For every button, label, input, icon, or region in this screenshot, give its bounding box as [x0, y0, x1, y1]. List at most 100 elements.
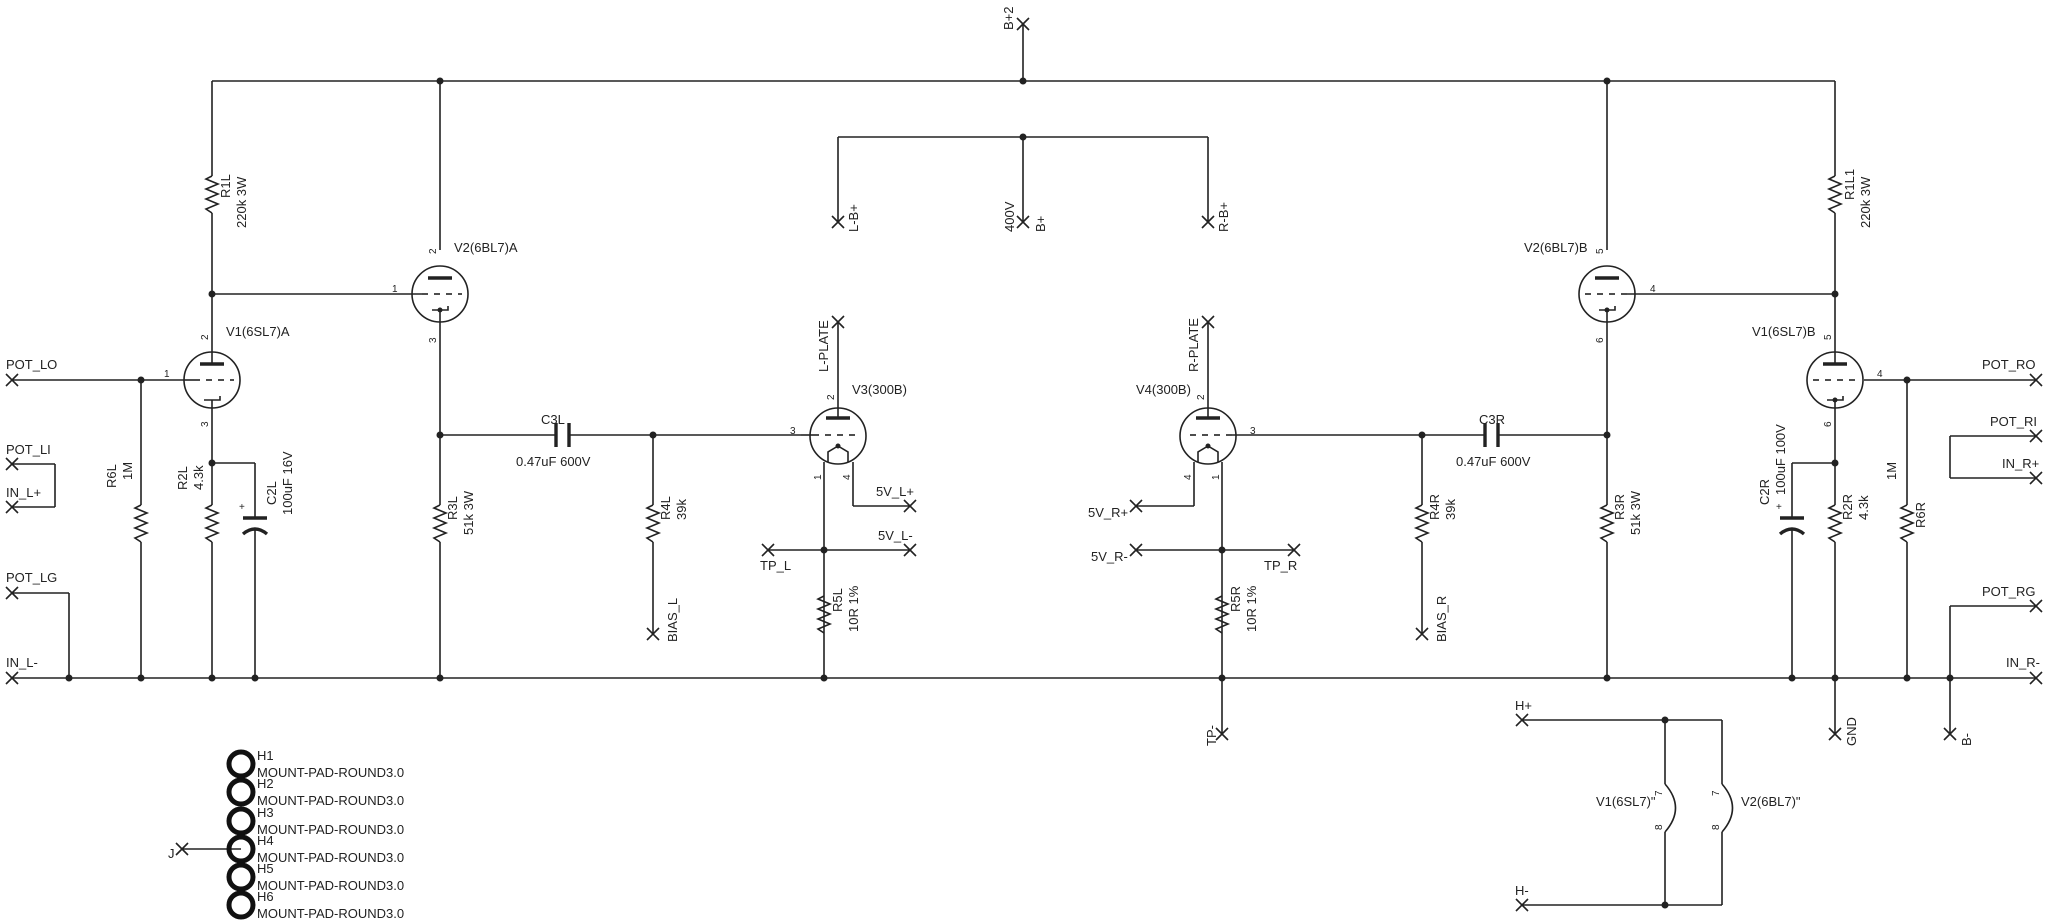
- net-pot-lg: POT_LG: [6, 570, 57, 585]
- v2-heater-pin-7: 7: [1711, 790, 1722, 796]
- resistor-r3r: R3R 51k 3W: [1598, 490, 1643, 543]
- c3r-ref: C3R: [1479, 412, 1505, 427]
- r2l-ref: R2L: [175, 466, 190, 490]
- v2b-pin-plate: 5: [1595, 248, 1606, 254]
- resistor-r1l: R1L 220k 3W: [203, 174, 249, 228]
- h2-value: MOUNT-PAD-ROUND3.0: [257, 793, 404, 808]
- r4r-ref: R4R: [1427, 494, 1442, 520]
- resistor-r5l: R5L 10R 1%: [815, 585, 861, 634]
- net-bias-l: BIAS_L: [665, 598, 680, 642]
- wires: [12, 24, 2036, 906]
- net-pot-rg: POT_RG: [1982, 584, 2035, 599]
- v3-label: V3(300B): [852, 382, 907, 397]
- net-tpminus: TP-: [1204, 725, 1219, 746]
- tube-v2a: V2(6BL7)A 1 2 3: [392, 240, 518, 343]
- resistor-r4r: R4R 39k: [1413, 494, 1458, 543]
- mount-pads: H1 MOUNT-PAD-ROUND3.0 H2 MOUNT-PAD-ROUND…: [226, 748, 404, 921]
- v2a-pin-cathode: 3: [428, 337, 439, 343]
- r6r-value: 1M: [1884, 462, 1899, 480]
- tube-v2b: V2(6BL7)B 5 4 6: [1524, 240, 1656, 343]
- net-bminus: B-: [1959, 733, 1974, 746]
- h2-ref: H2: [257, 776, 274, 791]
- v4-pin-filament-4: 4: [1183, 474, 1194, 480]
- c2r-value: 100uF 100V: [1773, 424, 1788, 495]
- c3r-value: 0.47uF 600V: [1456, 454, 1531, 469]
- r4l-value: 39k: [674, 499, 689, 520]
- net-in-rplus: IN_R+: [2002, 456, 2039, 471]
- net-terminals: [5, 17, 2043, 912]
- c3l-value: 0.47uF 600V: [516, 454, 591, 469]
- capacitor-c3r: C3R 0.47uF 600V: [1456, 412, 1531, 469]
- net-400v: 400V: [1002, 201, 1017, 232]
- net-bias-r: BIAS_R: [1434, 596, 1449, 642]
- h5-ref: H5: [257, 861, 274, 876]
- resistor-r3l: R3L 51k 3W: [431, 490, 476, 543]
- h6-ref: H6: [257, 889, 274, 904]
- v3-pin-filament-4: 4: [842, 474, 853, 480]
- v1a-label: V1(6SL7)A: [226, 324, 290, 339]
- net-lplate: L-PLATE: [816, 320, 831, 372]
- tube-v1a: V1(6SL7)A 1 2 3: [164, 324, 290, 427]
- v2a-label: V2(6BL7)A: [454, 240, 518, 255]
- resistor-r5r: R5R 10R 1%: [1213, 585, 1259, 634]
- v3-pin-plate: 2: [826, 394, 837, 400]
- c2l-value: 100uF 16V: [280, 451, 295, 515]
- h4-ref: H4: [257, 833, 274, 848]
- r6l-ref: R6L: [104, 464, 119, 488]
- capacitor-c2r: + C2R 100uF 100V: [1757, 424, 1806, 536]
- r5r-value: 10R 1%: [1244, 585, 1259, 632]
- net-5v-rminus: 5V_R-: [1091, 549, 1128, 564]
- r1l-ref: R1L: [218, 174, 233, 198]
- r3l-value: 51k 3W: [461, 490, 476, 535]
- net-rplate: R-PLATE: [1186, 318, 1201, 372]
- tube-v3: V3(300B) 2 3 1 4: [790, 382, 907, 480]
- resistor-r2l: R2L 4.3k: [175, 465, 221, 543]
- net-pot-ri: POT_RI: [1990, 414, 2037, 429]
- r2r-value: 4.3k: [1856, 495, 1871, 520]
- v4-pin-plate: 2: [1196, 394, 1207, 400]
- v4-label: V4(300B): [1136, 382, 1191, 397]
- h5-value: MOUNT-PAD-ROUND3.0: [257, 878, 404, 893]
- v1a-pin-plate: 2: [200, 334, 211, 340]
- net-lbplus: L-B+: [846, 204, 861, 232]
- r2r-ref: R2R: [1840, 494, 1855, 520]
- v1a-pin-grid: 1: [164, 369, 170, 380]
- r1l1-value: 220k 3W: [1858, 176, 1873, 228]
- r1l1-ref: R1L1: [1842, 169, 1857, 200]
- h3-ref: H3: [257, 805, 274, 820]
- h4-value: MOUNT-PAD-ROUND3.0: [257, 850, 404, 865]
- v1b-pin-grid: 4: [1877, 369, 1883, 380]
- v2a-pin-plate: 2: [428, 248, 439, 254]
- net-rbplus: R-B+: [1216, 202, 1231, 232]
- v1b-pin-cathode: 6: [1823, 421, 1834, 427]
- v1-heater-label: V1(6SL7)": [1596, 794, 1656, 809]
- c3l-ref: C3L: [541, 412, 565, 427]
- net-tp-l: TP_L: [760, 558, 791, 573]
- c2r-polarity: +: [1776, 502, 1782, 513]
- v3-pin-filament-1: 1: [813, 474, 824, 480]
- capacitor-c2l: + C2L 100uF 16V: [239, 451, 295, 536]
- v4-pin-filament-1: 1: [1211, 474, 1222, 480]
- junction-dots: [65, 77, 1954, 909]
- net-pot-ro: POT_RO: [1982, 357, 2035, 372]
- v2b-pin-cathode: 6: [1595, 337, 1606, 343]
- resistor-r6l: R6L 1M: [104, 462, 150, 543]
- heater-v2: V2(6BL7)" 7 8: [1711, 783, 1801, 833]
- capacitor-c3l: C3L 0.47uF 600V: [516, 412, 591, 469]
- resistor-r1l1: R1L1 220k 3W: [1826, 169, 1873, 228]
- net-bplus2: B+2: [1001, 7, 1016, 31]
- v1-heater-pin-8: 8: [1654, 824, 1665, 830]
- tube-v4: V4(300B) 2 3 4 1: [1136, 382, 1256, 480]
- net-5v-lminus: 5V_L-: [878, 528, 913, 543]
- c2r-ref: C2R: [1757, 479, 1772, 505]
- h6-value: MOUNT-PAD-ROUND3.0: [257, 906, 404, 921]
- r4r-value: 39k: [1443, 499, 1458, 520]
- net-gnd: GND: [1844, 717, 1859, 746]
- resistor-r6r: 1M R6R: [1884, 462, 1928, 543]
- v2a-pin-grid: 1: [392, 284, 398, 295]
- v2-heater-label: V2(6BL7)": [1741, 794, 1801, 809]
- net-5v-rplus: 5V_R+: [1088, 505, 1128, 520]
- net-pot-li: POT_LI: [6, 442, 51, 457]
- r6r-ref: R6R: [1913, 502, 1928, 528]
